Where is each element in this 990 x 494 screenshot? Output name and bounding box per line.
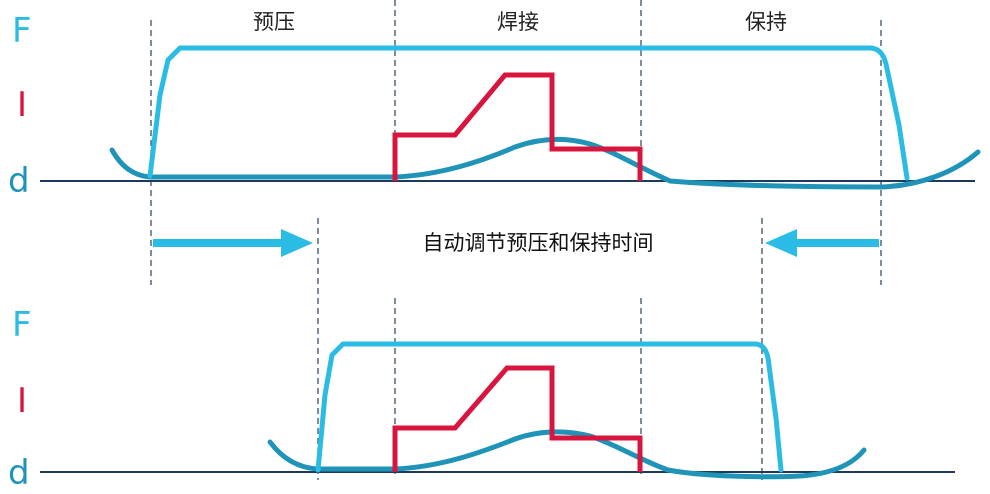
top-displacement-curve [109, 136, 981, 190]
top-displacement-label: d [8, 161, 30, 201]
bottom-panel: F I d [8, 298, 955, 493]
phase-label-hold: 保持 [745, 10, 787, 34]
top-force-label: F [12, 11, 32, 51]
top-current-label: I [17, 85, 27, 125]
bottom-current-curve [392, 365, 643, 472]
top-force-curve [147, 45, 910, 181]
bottom-displacement-label: d [8, 453, 30, 493]
bottom-force-label: F [12, 305, 32, 345]
bottom-force-curve [315, 341, 784, 473]
adjust-caption: 自动调节预压和保持时间 [423, 231, 654, 255]
phase-label-pre-press: 预压 [253, 10, 295, 34]
right-arrow-icon [153, 229, 313, 257]
top-current-curve [392, 72, 643, 181]
phase-label-weld: 焊接 [497, 10, 539, 34]
left-arrow-icon [765, 229, 879, 257]
top-panel: F I d 预压 焊接 保持 [8, 0, 981, 285]
bottom-current-label: I [17, 381, 27, 421]
